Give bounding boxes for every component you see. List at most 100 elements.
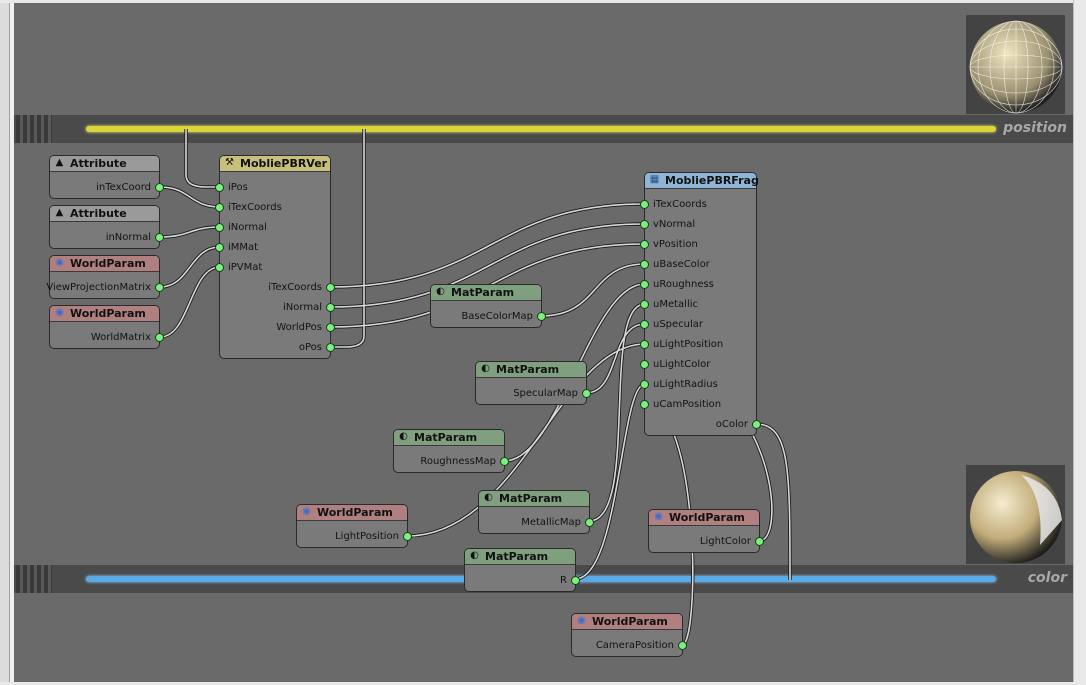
output-port-dot[interactable]	[403, 532, 412, 541]
output-port-dot[interactable]	[155, 183, 164, 192]
output-port-dot[interactable]	[155, 233, 164, 242]
shaded-sphere-preview[interactable]	[966, 465, 1065, 564]
node-header[interactable]: ◐ MatParam	[465, 549, 575, 565]
node-header[interactable]: ◐ MatParam	[476, 362, 586, 378]
input-port-dot[interactable]	[215, 263, 224, 272]
output-port-dot[interactable]	[752, 420, 761, 429]
input-port-label: uRoughness	[653, 279, 714, 290]
output-port-dot[interactable]	[500, 457, 509, 466]
wireframe-sphere-preview[interactable]	[966, 15, 1065, 114]
input-port-label: uCamPosition	[653, 399, 722, 410]
node-title: MatParam	[499, 492, 563, 505]
input-port-dot[interactable]	[215, 243, 224, 252]
node-title: MatParam	[485, 550, 549, 563]
output-port-dot[interactable]	[755, 537, 764, 546]
input-port-dot[interactable]	[640, 240, 649, 249]
worldparam-node-lightposition[interactable]: ◉ WorldParam LightPosition	[296, 504, 412, 548]
input-port-dot[interactable]	[215, 223, 224, 232]
node-header[interactable]: ◉ WorldParam	[50, 256, 159, 272]
node-header[interactable]: ◐ MatParam	[394, 430, 504, 446]
output-port-dot[interactable]	[326, 323, 335, 332]
matparam-node-metallic[interactable]: ◐ MatParam MetallicMap	[478, 490, 594, 534]
node-header[interactable]: ◐ MatParam	[479, 491, 589, 507]
output-port-label: BaseColorMap	[461, 311, 533, 322]
output-port-dot[interactable]	[585, 518, 594, 527]
input-port-dot[interactable]	[640, 200, 649, 209]
worldparam-node-worldmatrix[interactable]: ◉ WorldParam WorldMatrix	[49, 305, 164, 349]
globe-icon: ◉	[577, 615, 586, 626]
vertex-shader-node[interactable]: ⚒ MobliePBRVer iPos iTexCoords iNormal i…	[215, 155, 335, 359]
node-header[interactable]: ▲ Attribute	[50, 156, 159, 172]
output-port-label: inTexCoord	[96, 182, 151, 193]
matparam-node-basecolor[interactable]: ◐ MatParam BaseColorMap	[430, 284, 546, 328]
node-header[interactable]: ⚒ MobliePBRVer	[220, 156, 330, 172]
node-header[interactable]: ◉ WorldParam	[572, 614, 682, 630]
node-header[interactable]: ◉ WorldParam	[649, 510, 759, 526]
node-header[interactable]: ▦ MobliePBRFrag	[645, 173, 759, 189]
output-port-dot[interactable]	[155, 283, 164, 292]
input-port-label: vPosition	[653, 239, 698, 250]
input-port-dot[interactable]	[640, 360, 649, 369]
node-header[interactable]: ◐ MatParam	[431, 285, 541, 301]
output-port-dot[interactable]	[326, 283, 335, 292]
worldparam-node-cameraposition[interactable]: ◉ WorldParam CameraPosition	[571, 613, 687, 657]
input-port-dot[interactable]	[640, 340, 649, 349]
fragment-shader-node[interactable]: ▦ MobliePBRFrag iTexCoords vNormal vPosi…	[640, 172, 761, 436]
matparam-node-specular[interactable]: ◐ MatParam SpecularMap	[475, 361, 591, 405]
attribute-node-texcoord[interactable]: ▲ Attribute inTexCoord	[49, 155, 164, 199]
input-port-dot[interactable]	[640, 300, 649, 309]
bar-grip-handle[interactable]	[16, 115, 52, 143]
input-port-label: iPVMat	[228, 262, 263, 273]
output-port-label: R	[560, 575, 567, 586]
vertex-shader-icon: ⚒	[225, 157, 234, 168]
output-port-dot[interactable]	[678, 641, 687, 650]
output-port-dot[interactable]	[537, 312, 546, 321]
material-icon: ◐	[399, 431, 408, 442]
input-port-dot[interactable]	[640, 280, 649, 289]
node-title: MatParam	[451, 286, 515, 299]
output-port-label: RoughnessMap	[420, 456, 496, 467]
bar-grip-handle[interactable]	[16, 565, 52, 593]
output-port-dot[interactable]	[571, 576, 580, 585]
output-port-dot[interactable]	[582, 389, 591, 398]
output-port-dot[interactable]	[155, 333, 164, 342]
output-port-dot[interactable]	[326, 303, 335, 312]
input-port-label: vNormal	[653, 219, 696, 230]
output-port-label: iNormal	[283, 302, 322, 313]
node-header[interactable]: ▲ Attribute	[50, 206, 159, 222]
matparam-node-r[interactable]: ◐ MatParam R	[464, 548, 580, 592]
node-title: WorldParam	[317, 506, 393, 519]
bottom-frame-border	[0, 682, 1086, 685]
input-port-dot[interactable]	[640, 380, 649, 389]
input-port-dot[interactable]	[640, 220, 649, 229]
input-port-label: iMMat	[228, 242, 259, 253]
node-title: WorldParam	[70, 307, 146, 320]
output-port-label: LightColor	[699, 536, 751, 547]
input-port-label: uLightRadius	[653, 379, 718, 390]
input-port-label: iTexCoords	[228, 202, 282, 213]
position-output-bar[interactable]: position	[14, 115, 1073, 143]
input-port-dot[interactable]	[215, 183, 224, 192]
output-port-label: inNormal	[105, 232, 151, 243]
vertical-scrollbar[interactable]	[1073, 0, 1086, 685]
worldparam-node-lightcolor[interactable]: ◉ WorldParam LightColor	[648, 509, 764, 553]
input-port-dot[interactable]	[640, 400, 649, 409]
input-port-dot[interactable]	[640, 260, 649, 269]
color-bar-label: color	[1027, 570, 1067, 586]
input-port-dot[interactable]	[215, 203, 224, 212]
node-title: Attribute	[70, 157, 127, 170]
input-port-label: iPos	[228, 182, 248, 193]
node-header[interactable]: ◉ WorldParam	[50, 306, 159, 322]
position-line	[86, 126, 996, 132]
matparam-node-roughness[interactable]: ◐ MatParam RoughnessMap	[393, 429, 509, 473]
worldparam-node-viewprojection[interactable]: ◉ WorldParam ViewProjectionMatrix	[46, 255, 164, 299]
attribute-node-normal[interactable]: ▲ Attribute inNormal	[49, 205, 164, 249]
output-port-label: iTexCoords	[268, 282, 322, 293]
attribute-icon: ▲	[55, 207, 64, 218]
input-port-dot[interactable]	[640, 320, 649, 329]
node-header[interactable]: ◉ WorldParam	[297, 505, 407, 521]
node-title: MatParam	[496, 363, 560, 376]
output-port-dot[interactable]	[326, 343, 335, 352]
shaded-sphere-icon	[970, 471, 1062, 563]
